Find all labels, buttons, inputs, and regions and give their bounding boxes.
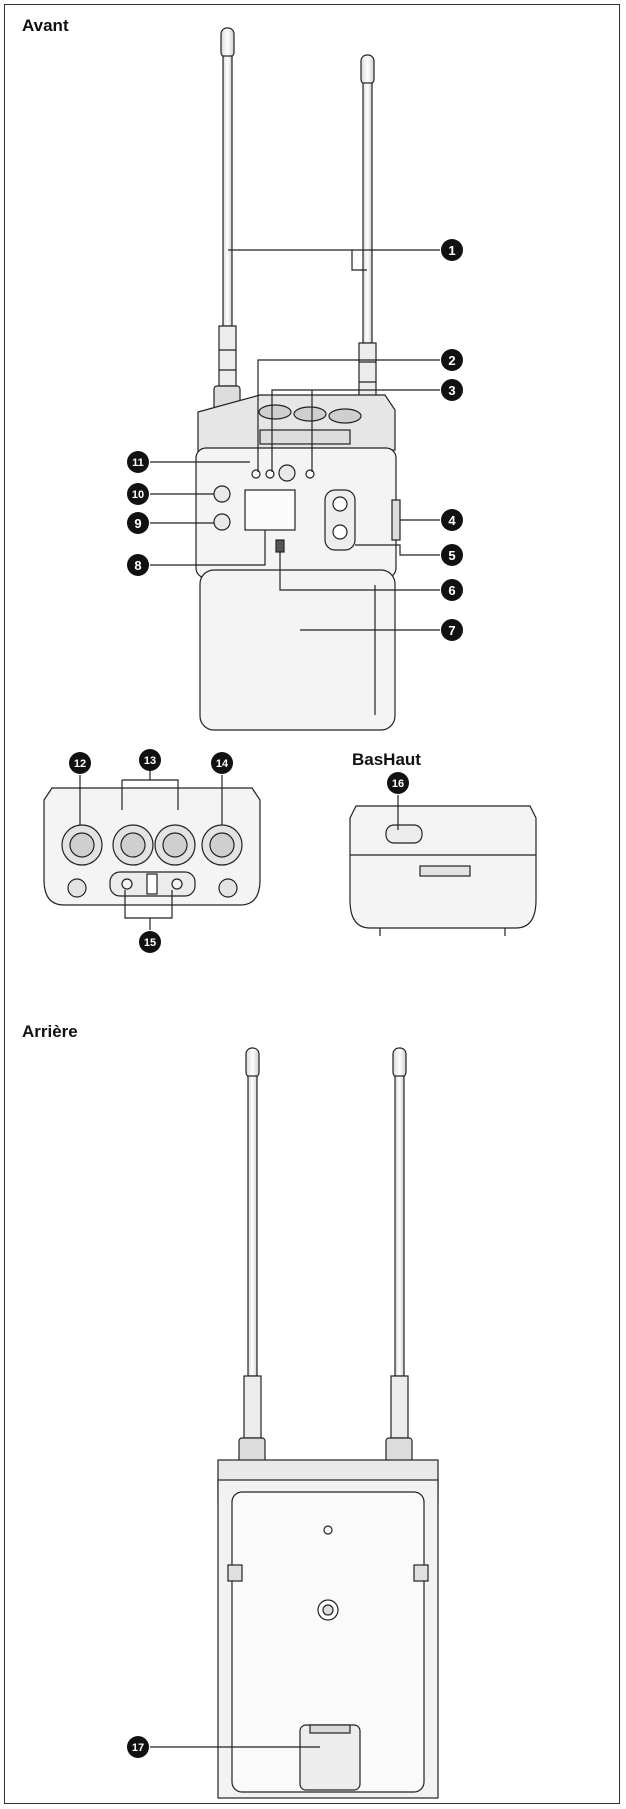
top-view (349, 805, 537, 936)
rear-body (217, 1459, 439, 1799)
svg-text:10: 10 (132, 489, 144, 501)
svg-text:5: 5 (448, 548, 455, 563)
section-label-rear: Arrière (22, 1022, 78, 1041)
section-label-front: Avant (22, 16, 69, 35)
front-battery-cover (199, 569, 396, 731)
callout-1: 1 (441, 239, 463, 261)
bottom-connector-mic-input (201, 824, 243, 866)
front-top-block (197, 394, 396, 456)
callout-11: 11 (127, 451, 149, 473)
svg-text:16: 16 (392, 778, 404, 790)
svg-text:17: 17 (132, 1742, 144, 1754)
svg-text:3: 3 (448, 383, 455, 398)
bottom-view (43, 787, 261, 906)
svg-text:7: 7 (448, 623, 455, 638)
callout-8: 8 (127, 554, 149, 576)
svg-text:14: 14 (216, 758, 229, 770)
callout-2: 2 (441, 349, 463, 371)
svg-text:4: 4 (448, 513, 456, 528)
front-leader-lines (150, 249, 440, 631)
svg-text:2: 2 (448, 353, 455, 368)
bottom-connector-output-1 (112, 824, 154, 866)
svg-text:13: 13 (144, 755, 156, 767)
callout-16: 16 (387, 772, 409, 794)
front-antenna-right (353, 54, 381, 425)
svg-text:11: 11 (132, 457, 144, 469)
svg-text:8: 8 (134, 558, 141, 573)
callout-14: 14 (211, 752, 233, 774)
front-view (195, 27, 401, 731)
bottom-connector-phones (61, 824, 103, 866)
callout-5: 5 (441, 544, 463, 566)
front-antenna-left (213, 27, 241, 413)
rear-antenna-right (385, 1047, 413, 1465)
bottom-leader-lines (79, 770, 223, 930)
section-label-bottom-top: BasHaut (352, 750, 421, 769)
svg-text:12: 12 (74, 758, 86, 770)
bottom-connector-output-2 (154, 824, 196, 866)
svg-text:15: 15 (144, 937, 156, 949)
callout-3: 3 (441, 379, 463, 401)
callout-9: 9 (127, 512, 149, 534)
callout-12: 12 (69, 752, 91, 774)
svg-text:9: 9 (134, 516, 141, 531)
front-main-body (195, 447, 401, 579)
callout-6: 6 (441, 579, 463, 601)
callout-4: 4 (441, 509, 463, 531)
svg-text:6: 6 (448, 583, 455, 598)
diagram-frame (4, 4, 620, 1804)
rear-view (217, 1047, 439, 1799)
callout-13: 13 (139, 749, 161, 771)
callout-15: 15 (139, 931, 161, 953)
callout-7: 7 (441, 619, 463, 641)
rear-antenna-left (238, 1047, 266, 1465)
callout-17: 17 (127, 1736, 149, 1758)
callout-10: 10 (127, 483, 149, 505)
svg-text:1: 1 (448, 243, 455, 258)
